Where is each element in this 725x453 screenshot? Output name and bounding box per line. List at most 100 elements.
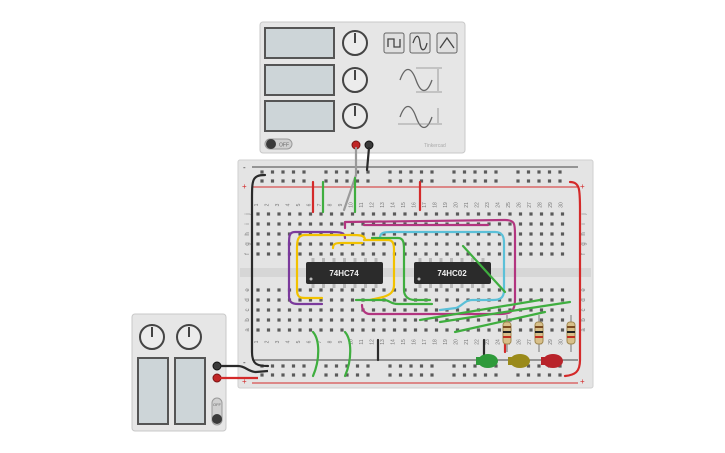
breadboard-hole[interactable] [371,212,376,216]
breadboard-hole[interactable] [329,212,334,216]
breadboard-hole[interactable] [497,252,502,256]
breadboard-hole[interactable] [392,212,397,216]
breadboard-hole[interactable] [382,212,386,216]
breadboard-hole[interactable] [298,242,302,246]
breadboard-hole[interactable] [487,288,491,292]
current-knob[interactable] [176,324,202,350]
breadboard-hole[interactable] [324,364,328,368]
breadboard-hole[interactable] [287,328,292,332]
breadboard-hole[interactable] [550,288,554,292]
breadboard-hole[interactable] [319,222,323,226]
breadboard-hole[interactable] [277,232,281,236]
breadboard-hole[interactable] [350,298,355,302]
breadboard-hole[interactable] [302,364,306,368]
breadboard-hole[interactable] [413,318,418,322]
breadboard-hole[interactable] [455,308,460,312]
breadboard-hole[interactable] [508,222,512,226]
breadboard-hole[interactable] [260,170,264,174]
breadboard-hole[interactable] [529,212,533,216]
breadboard-hole[interactable] [324,373,328,377]
breadboard-hole[interactable] [473,170,477,174]
breadboard-hole[interactable] [398,170,403,174]
breadboard-hole[interactable] [476,288,481,292]
breadboard-hole[interactable] [340,328,344,332]
breadboard-hole[interactable] [466,252,470,256]
breadboard-hole[interactable] [329,308,334,312]
breadboard-hole[interactable] [466,212,470,216]
breadboard-hole[interactable] [308,252,313,256]
breadboard-hole[interactable] [340,288,344,292]
breadboard-hole[interactable] [476,318,481,322]
breadboard-hole[interactable] [388,170,392,174]
breadboard-hole[interactable] [473,373,477,377]
supply-terminal-positive[interactable] [212,373,222,383]
breadboard-hole[interactable] [424,308,428,312]
breadboard-hole[interactable] [350,318,355,322]
breadboard-hole[interactable] [270,170,275,174]
led-yellow[interactable] [508,354,530,368]
breadboard-hole[interactable] [319,328,323,332]
breadboard-hole[interactable] [409,179,413,183]
breadboard-hole[interactable] [409,364,413,368]
breadboard-hole[interactable] [445,252,449,256]
wire-yellow[interactable] [295,233,367,300]
breadboard-hole[interactable] [277,318,281,322]
breadboard-hole[interactable] [487,328,491,332]
breadboard-hole[interactable] [424,242,428,246]
breadboard-hole[interactable] [473,179,477,183]
breadboard-hole[interactable] [319,288,323,292]
breadboard-hole[interactable] [266,318,271,322]
breadboard-hole[interactable] [256,242,260,246]
offset-knob[interactable] [342,103,368,129]
breadboard-hole[interactable] [366,364,370,368]
breadboard-hole[interactable] [392,232,397,236]
breadboard-hole[interactable] [334,179,339,183]
breadboard-hole[interactable] [434,242,439,246]
breadboard-hole[interactable] [550,308,554,312]
breadboard-hole[interactable] [558,373,562,377]
breadboard-hole[interactable] [350,328,355,332]
breadboard-hole[interactable] [340,318,344,322]
breadboard-hole[interactable] [508,212,512,216]
breadboard-hole[interactable] [413,328,418,332]
breadboard-hole[interactable] [403,318,407,322]
breadboard-hole[interactable] [298,212,302,216]
breadboard-hole[interactable] [287,318,292,322]
breadboard-hole[interactable] [508,232,512,236]
breadboard-hole[interactable] [319,318,323,322]
breadboard-hole[interactable] [550,252,554,256]
breadboard-hole[interactable] [550,298,554,302]
breadboard-hole[interactable] [355,170,360,174]
breadboard-hole[interactable] [266,308,271,312]
breadboard-hole[interactable] [308,308,313,312]
breadboard-hole[interactable] [560,298,565,302]
breadboard-hole[interactable] [455,328,460,332]
breadboard-hole[interactable] [298,298,302,302]
breadboard-hole[interactable] [403,232,407,236]
breadboard-hole[interactable] [382,232,386,236]
breadboard-hole[interactable] [558,364,562,368]
breadboard-hole[interactable] [518,252,523,256]
breadboard-hole[interactable] [518,298,523,302]
breadboard-hole[interactable] [434,288,439,292]
breadboard-hole[interactable] [466,242,470,246]
breadboard-hole[interactable] [256,252,260,256]
breadboard-hole[interactable] [413,308,418,312]
breadboard-hole[interactable] [529,308,533,312]
breadboard-hole[interactable] [424,212,428,216]
breadboard-hole[interactable] [445,328,449,332]
breadboard-hole[interactable] [445,298,449,302]
breadboard-hole[interactable] [452,179,456,183]
breadboard-hole[interactable] [537,170,541,174]
breadboard-hole[interactable] [340,298,344,302]
breadboard-hole[interactable] [550,232,554,236]
breadboard-hole[interactable] [256,298,260,302]
breadboard-hole[interactable] [487,318,491,322]
breadboard-hole[interactable] [361,232,365,236]
breadboard-hole[interactable] [350,212,355,216]
breadboard-hole[interactable] [371,288,376,292]
breadboard-hole[interactable] [319,308,323,312]
breadboard-hole[interactable] [452,373,456,377]
breadboard-hole[interactable] [319,252,323,256]
breadboard-hole[interactable] [539,242,544,246]
